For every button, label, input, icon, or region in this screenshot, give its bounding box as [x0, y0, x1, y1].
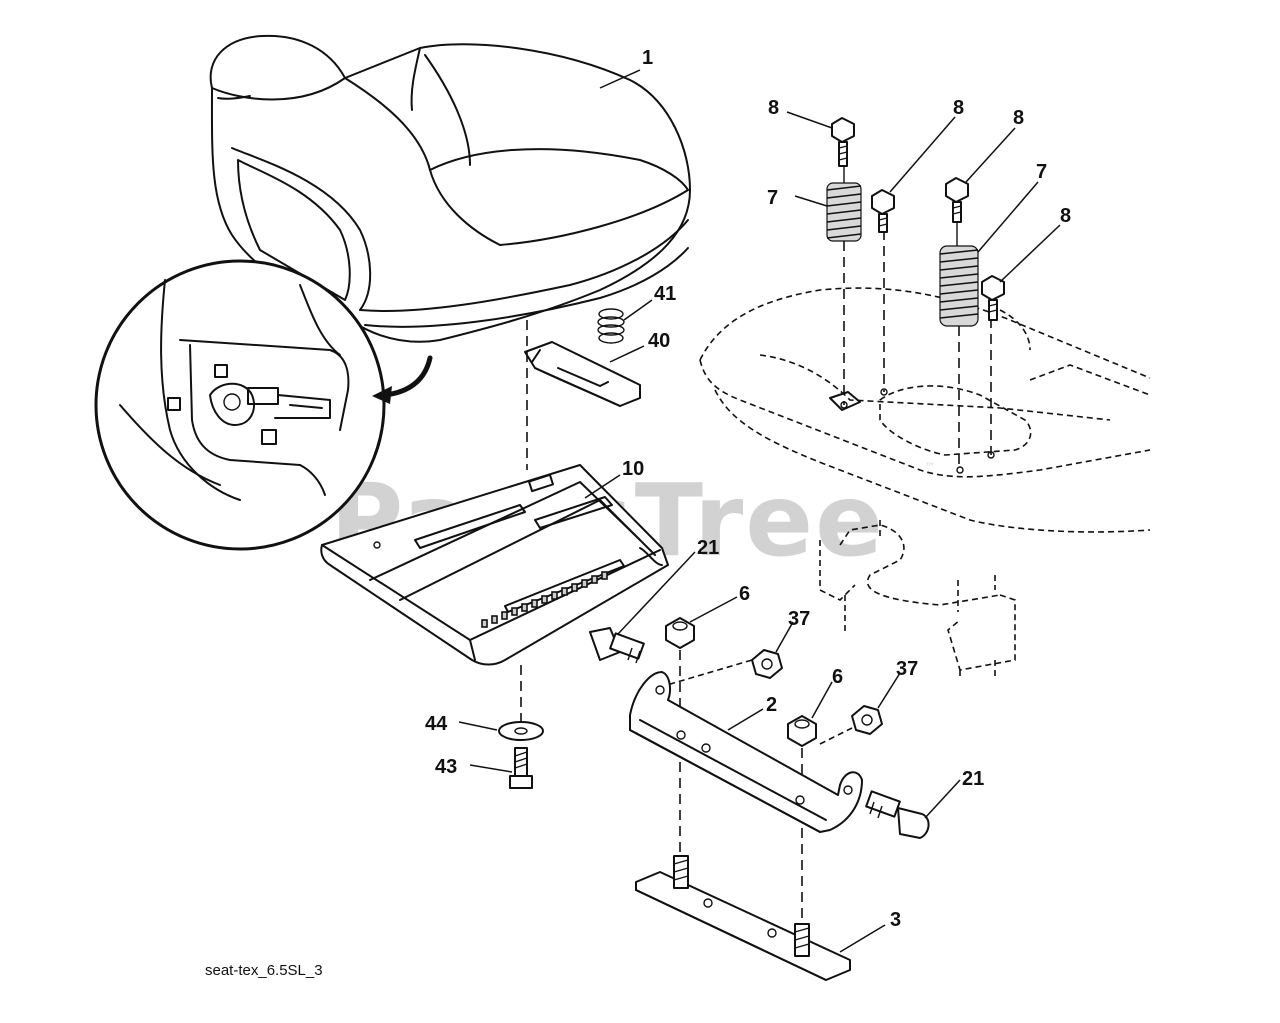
washer-part [498, 721, 544, 741]
callout-locknut-left: 37 [788, 608, 810, 630]
callout-shoulder-bolt-left: 21 [697, 537, 719, 559]
bottom-plate-part [635, 855, 851, 981]
tractor-frame-outline [699, 287, 1151, 680]
callout-locknut-right: 37 [896, 658, 918, 680]
diagram-caption: seat-tex_6.5SL_3 [205, 962, 323, 979]
locknut-left-part [751, 649, 783, 679]
callout-bottom-plate: 3 [890, 909, 901, 931]
bolt-c-part [945, 177, 969, 246]
seat-pan-part [320, 464, 669, 666]
screw-part [509, 747, 533, 789]
callout-bolt-c: 8 [1013, 107, 1024, 129]
spring-right-part [939, 245, 979, 327]
callout-nut-right: 6 [832, 666, 843, 688]
clip-part [524, 341, 641, 407]
bolt-b-part [871, 189, 895, 233]
nut-right-part [787, 715, 817, 747]
shoulder-bolt-left-part [589, 627, 645, 664]
callout-small-spring: 41 [654, 283, 676, 305]
nut-left-part [665, 617, 695, 649]
seat-pan-adjust-slots [481, 571, 608, 628]
shoulder-bolt-right-part [865, 790, 930, 839]
detail-inset [94, 259, 433, 551]
watermark-trademark: ™ [925, 462, 935, 473]
callout-nut-left: 6 [739, 583, 750, 605]
small-spring-part [597, 308, 625, 344]
callout-bracket: 2 [766, 694, 777, 716]
bracket-part [629, 671, 863, 833]
bolt-d-part [981, 275, 1005, 321]
spring-left-part [826, 182, 862, 242]
callout-shoulder-bolt-right: 21 [962, 768, 984, 790]
callout-bolt-a: 8 [768, 97, 779, 119]
locknut-right-part [851, 705, 883, 735]
callout-bolt-b: 8 [953, 97, 964, 119]
leader-lines [458, 69, 1061, 953]
callout-seat: 1 [642, 47, 653, 69]
callout-spring-left: 7 [767, 187, 778, 209]
bolt-a-part [831, 117, 855, 183]
callout-clip: 40 [648, 330, 670, 352]
callout-bolt-d: 8 [1060, 205, 1071, 227]
callout-washer: 44 [425, 713, 448, 735]
seat-part [209, 34, 691, 343]
callout-seat-pan: 10 [622, 458, 644, 480]
callout-screw: 43 [435, 756, 457, 778]
callout-spring-right: 7 [1036, 161, 1047, 183]
